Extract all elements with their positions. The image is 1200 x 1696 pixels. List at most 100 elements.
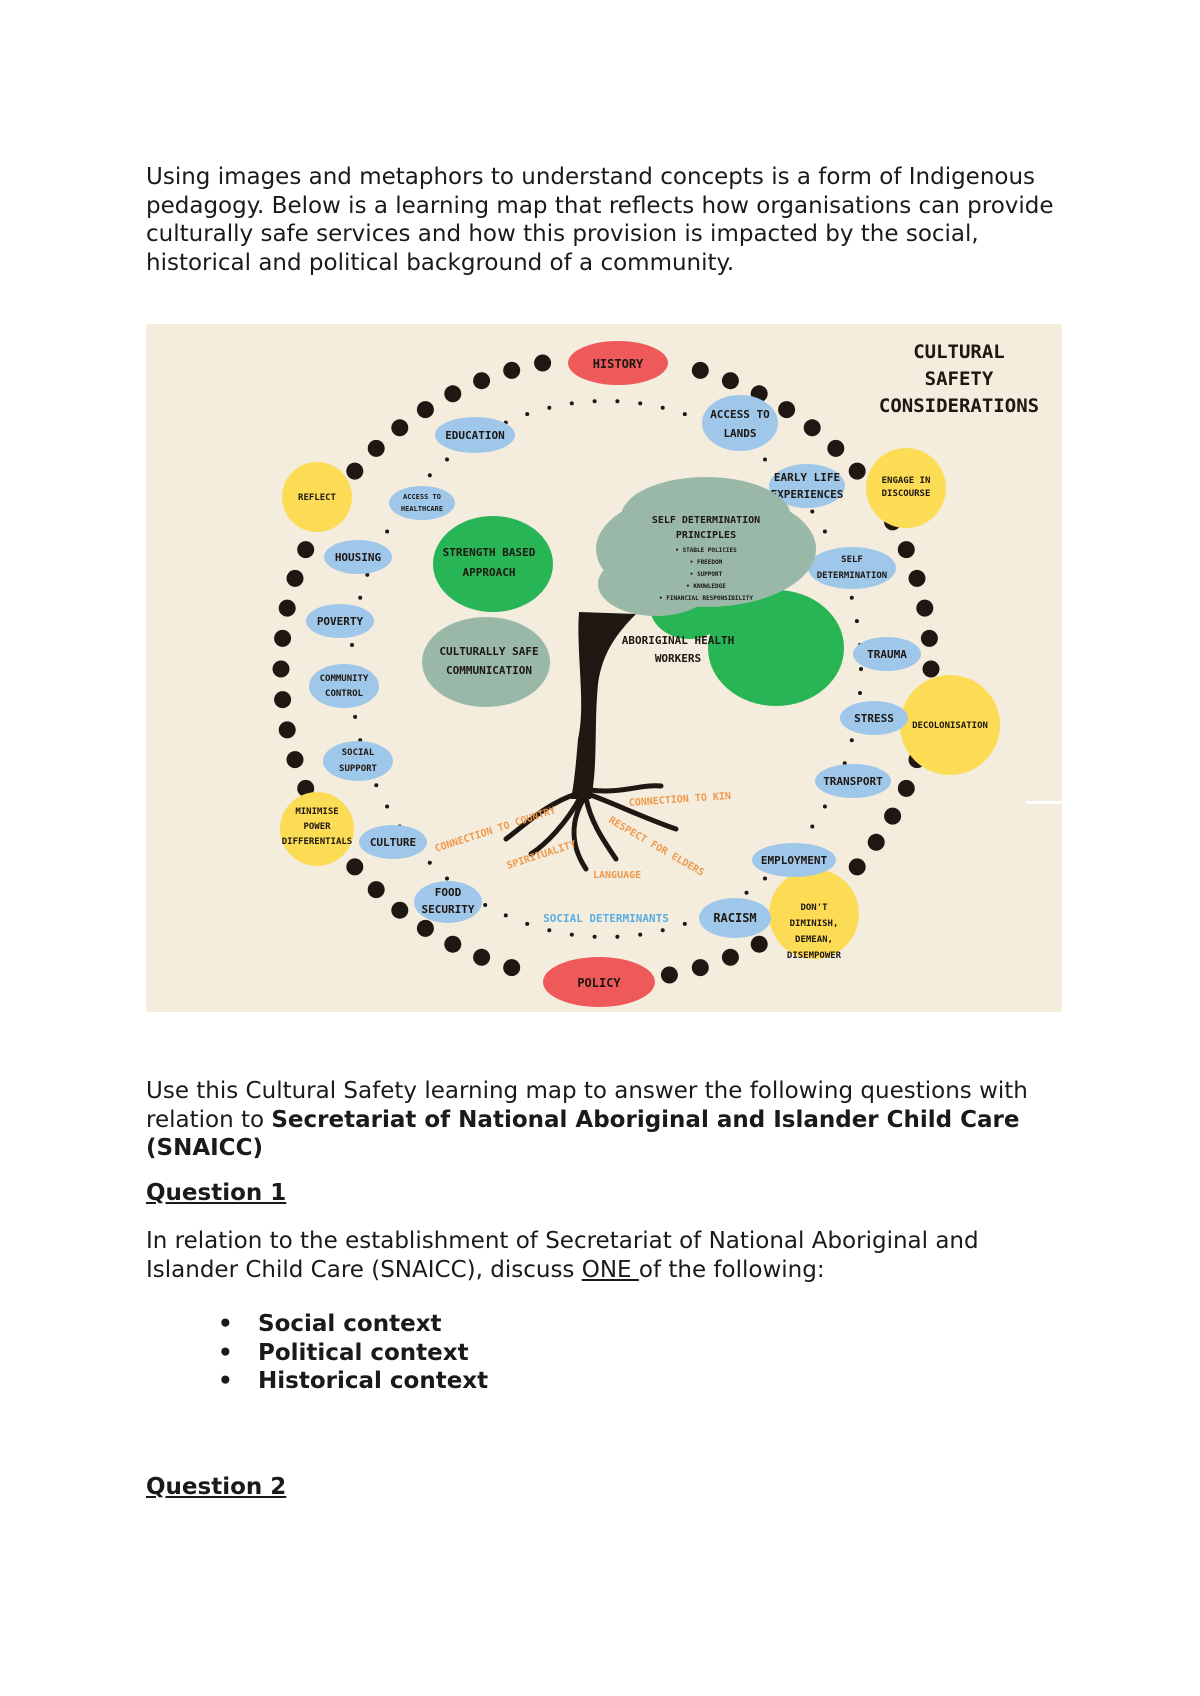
ring-dot	[638, 932, 643, 937]
policy-bubble: POLICY	[543, 957, 655, 1007]
ring-dot	[547, 928, 552, 933]
border-dot	[827, 439, 845, 457]
poverty-bubble: POVERTY	[306, 604, 374, 638]
border-dot	[391, 419, 409, 437]
cultural-safety-learning-map: CULTURAL SAFETY CONSIDERATIONS HISTORY P…	[146, 324, 1062, 1012]
tree-trunk	[571, 612, 636, 799]
border-dot	[848, 462, 866, 480]
border-dot	[272, 660, 290, 678]
svg-text:LANDS: LANDS	[723, 427, 756, 440]
border-dot	[721, 372, 739, 390]
svg-text:REFLECT: REFLECT	[298, 493, 337, 503]
border-dot	[444, 385, 462, 403]
ring-dot	[525, 412, 530, 417]
strength-based-label-2: APPROACH	[463, 566, 516, 579]
border-dot	[286, 751, 304, 769]
list-item: Social context	[146, 1310, 488, 1339]
svg-text:STRESS: STRESS	[854, 712, 894, 725]
culturally-safe-label: CULTURALLY SAFE	[439, 645, 538, 658]
question-1-body: In relation to the establishment of Secr…	[146, 1228, 979, 1283]
border-dot	[391, 901, 409, 919]
svg-text:EMPLOYMENT: EMPLOYMENT	[761, 854, 828, 867]
border-dot	[803, 419, 821, 437]
svg-text:DISEMPOWER: DISEMPOWER	[787, 951, 842, 961]
border-dot	[367, 439, 385, 457]
svg-text:COMMUNITY: COMMUNITY	[320, 674, 369, 684]
ring-dot	[358, 595, 363, 600]
ring-dot	[445, 457, 449, 462]
svg-text:ACCESS TO: ACCESS TO	[403, 493, 441, 501]
principle-item: • KNOWLEDGE	[686, 583, 726, 590]
svg-text:SOCIAL: SOCIAL	[342, 748, 375, 758]
border-dot	[922, 660, 940, 678]
context-list: Social context Political context Histori…	[146, 1310, 488, 1396]
ring-dot	[660, 928, 665, 933]
svg-text:DETERMINATION: DETERMINATION	[817, 571, 887, 581]
svg-text:CULTURE: CULTURE	[370, 836, 416, 849]
ring-dot	[842, 761, 847, 766]
map-title: CULTURAL SAFETY CONSIDERATIONS	[879, 341, 1039, 417]
border-dot	[884, 807, 902, 825]
map-background	[146, 324, 1062, 1012]
ring-dot	[569, 401, 574, 406]
aboriginal-health-label: ABORIGINAL HEALTH	[622, 634, 735, 647]
ring-dot	[858, 691, 862, 695]
svg-text:SELF: SELF	[841, 555, 863, 565]
svg-text:DIMINISH,: DIMINISH,	[790, 919, 839, 929]
svg-text:EXPERIENCES: EXPERIENCES	[771, 488, 844, 501]
svg-text:DIFFERENTIALS: DIFFERENTIALS	[282, 837, 352, 847]
svg-text:TRAUMA: TRAUMA	[867, 648, 907, 661]
border-dot	[346, 858, 364, 876]
housing-bubble: HOUSING	[324, 540, 392, 574]
ring-dot	[350, 643, 354, 647]
svg-text:CONSIDERATIONS: CONSIDERATIONS	[879, 395, 1039, 417]
border-dot	[346, 462, 364, 480]
ring-dot	[810, 509, 815, 514]
border-dot	[691, 959, 709, 977]
border-dot	[297, 779, 315, 797]
language-label: LANGUAGE	[593, 870, 641, 881]
ring-dot	[854, 619, 859, 624]
border-dot	[286, 569, 304, 587]
border-dot	[503, 959, 521, 977]
svg-text:SAFETY: SAFETY	[925, 368, 994, 390]
ring-dot	[374, 783, 379, 788]
culturally-safe-label-2: COMMUNICATION	[446, 664, 532, 677]
employment-bubble: EMPLOYMENT	[752, 843, 836, 877]
engage-discourse-circle: ENGAGE IN DISCOURSE	[866, 448, 946, 528]
principle-items: • STABLE POLICIES• FREEDOM• SUPPORT• KNO…	[659, 547, 753, 602]
svg-text:HISTORY: HISTORY	[593, 357, 644, 371]
border-dot	[274, 691, 292, 709]
ring-dot	[592, 934, 597, 939]
self-determination-principles-title-2: PRINCIPLES	[676, 530, 736, 541]
svg-text:HOUSING: HOUSING	[335, 551, 382, 564]
strength-based-label: STRENGTH BASED	[443, 546, 536, 559]
ring-dot	[822, 804, 827, 809]
border-dot	[367, 881, 385, 899]
decolonisation-circle: DECOLONISATION	[900, 675, 1000, 775]
ring-dot	[810, 824, 815, 829]
instructions-paragraph: Use this Cultural Safety learning map to…	[146, 1078, 1028, 1161]
question-1-heading: Question 1	[146, 1180, 287, 1206]
border-dot	[778, 401, 796, 419]
tree-roots	[503, 783, 679, 872]
border-dot	[920, 629, 938, 647]
border-dot	[274, 629, 292, 647]
border-dot	[867, 833, 885, 851]
ring-dot	[615, 399, 620, 404]
ring-dot	[483, 903, 488, 907]
intro-paragraph: Using images and metaphors to understand…	[146, 164, 1054, 276]
social-determinants-label: SOCIAL DETERMINANTS	[543, 912, 669, 925]
border-dot	[278, 599, 296, 617]
aboriginal-health-label-2: WORKERS	[655, 652, 701, 665]
ring-dot	[849, 595, 854, 600]
ring-dot	[763, 457, 767, 462]
svg-text:CULTURAL: CULTURAL	[913, 341, 1005, 363]
transport-bubble: TRANSPORT	[815, 764, 891, 798]
principle-item: • FINANCIAL RESPONSIBILITY	[659, 595, 753, 602]
minimise-power-circle: MINIMISE POWER DIFFERENTIALS	[280, 792, 354, 866]
education-bubble: EDUCATION	[435, 417, 515, 453]
question-2-heading: Question 2	[146, 1474, 287, 1500]
